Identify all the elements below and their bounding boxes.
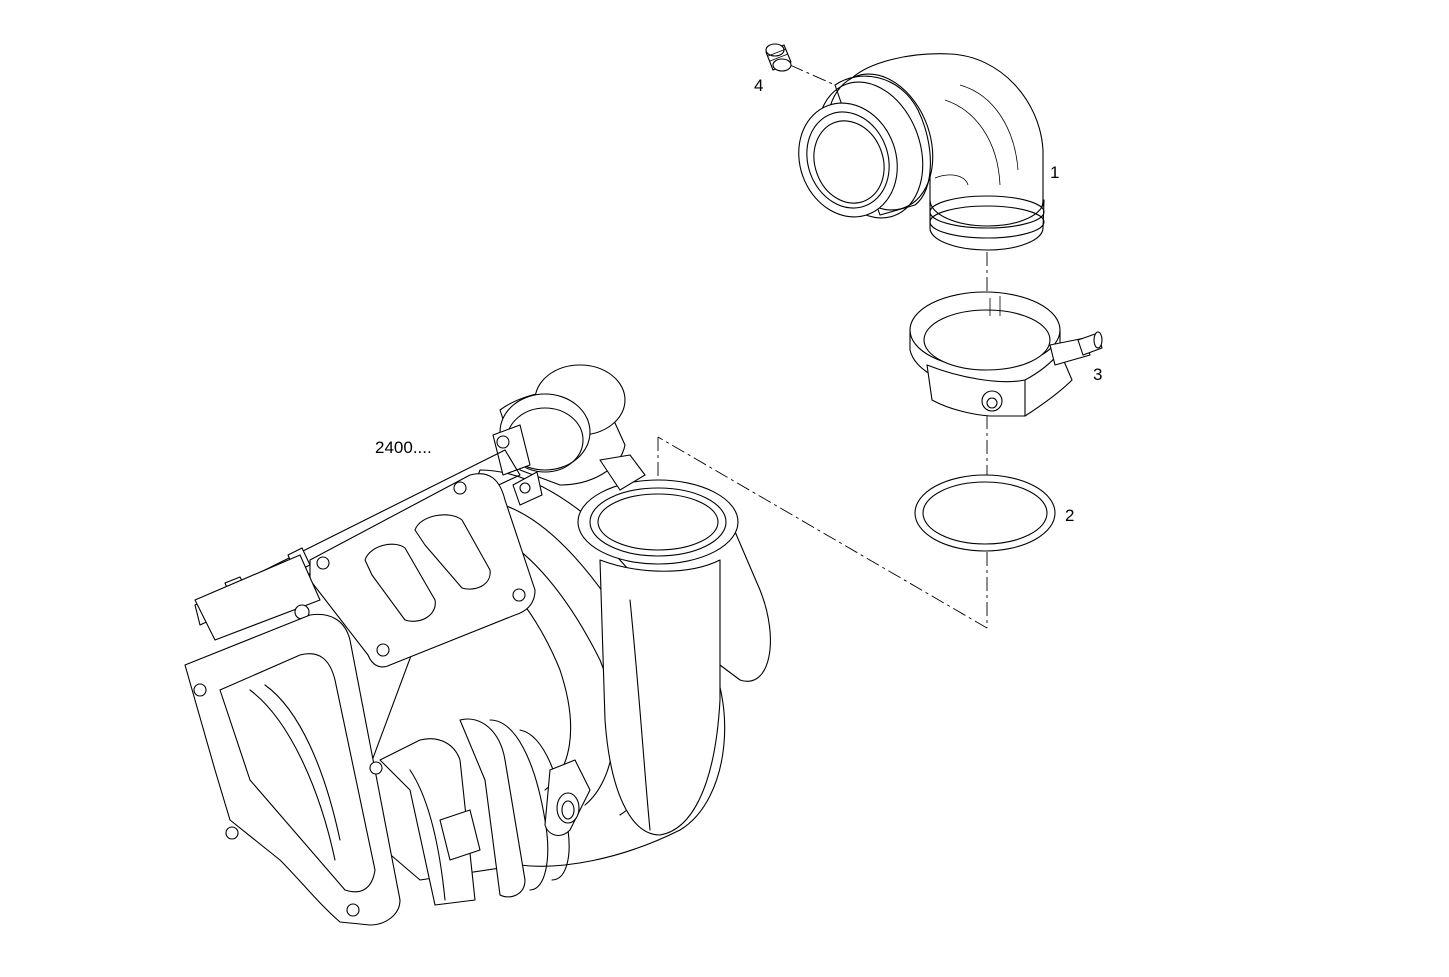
- callout-3: 3: [1093, 365, 1102, 384]
- callout-labels: 4 1 3 2 2400....: [375, 76, 1102, 525]
- callout-1: 1: [1050, 163, 1059, 182]
- callout-4: 4: [754, 76, 763, 95]
- plug-part-4: [765, 43, 792, 72]
- callout-assembly-ref: 2400....: [375, 438, 432, 457]
- callout-2: 2: [1065, 506, 1074, 525]
- v-band-clamp-part-3: [909, 291, 1103, 417]
- seal-ring-part-2: [914, 474, 1056, 552]
- turbocharger-assembly: [184, 364, 771, 926]
- elbow-pipe-part-1: [798, 53, 1045, 251]
